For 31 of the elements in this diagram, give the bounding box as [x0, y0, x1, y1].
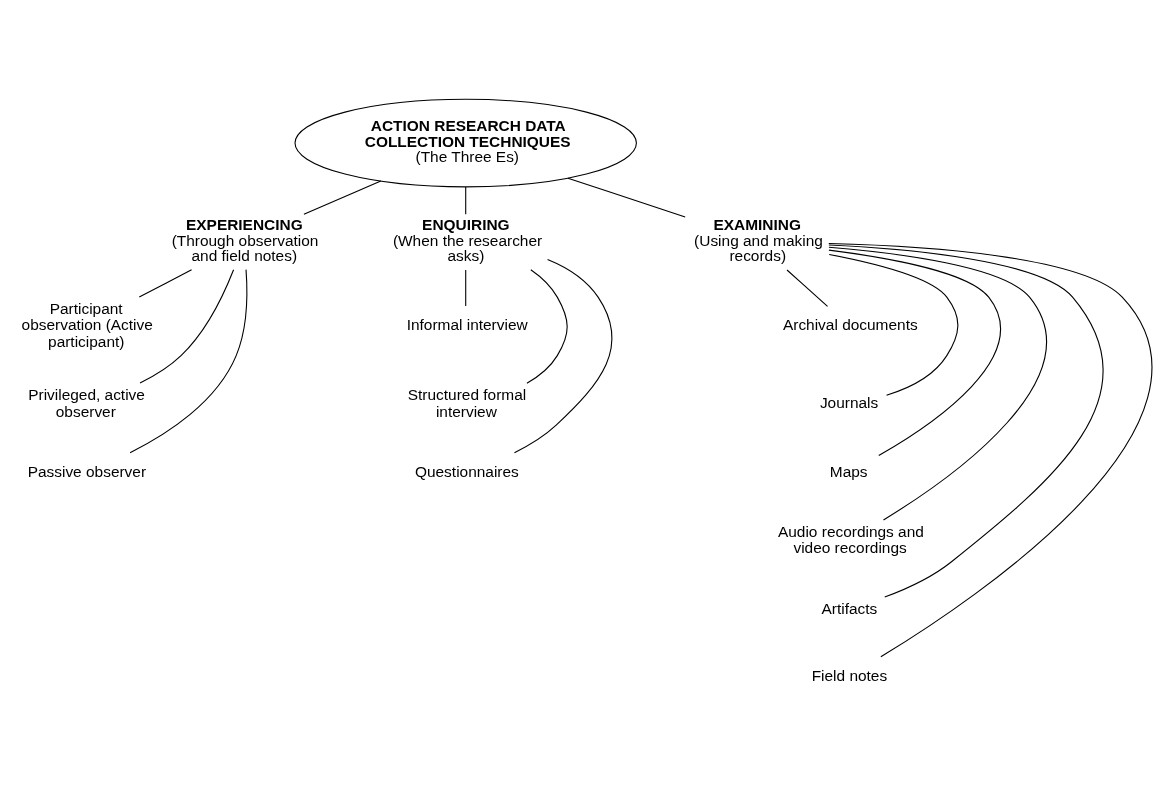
node-text: Privileged, active observer — [28, 385, 145, 420]
node-ellipse: ACTION RESEARCH DATA COLLECTION TECHNIQUES (The Three Es) — [294, 98, 637, 188]
node-text: Artifacts — [821, 599, 878, 617]
connector — [786, 269, 829, 307]
connector — [465, 186, 467, 215]
node-text: Journals — [819, 394, 879, 412]
connector — [138, 269, 193, 298]
connector — [828, 249, 1001, 456]
node-text: Archival documents — [782, 316, 918, 334]
node-text: Maps — [829, 462, 868, 480]
node-text: EXAMINING (Using and making records) — [694, 216, 823, 264]
node-text: Participant observation (Active participant) — [21, 299, 153, 351]
connector — [828, 243, 1153, 658]
connector — [303, 180, 382, 215]
connector — [513, 258, 613, 454]
node-text: EXPERIENCING (Through observation and field notes) — [171, 216, 319, 264]
connector — [526, 269, 568, 384]
node-text: Passive observer — [27, 462, 147, 480]
connector — [828, 253, 959, 396]
node-text: ENQUIRING (When the researcher asks) — [392, 216, 543, 264]
connector — [465, 269, 467, 307]
connector — [828, 246, 1047, 521]
node-text: Informal interview — [406, 316, 528, 334]
node-text: Questionnaires — [414, 462, 519, 480]
connector — [567, 177, 686, 218]
connector — [828, 244, 1104, 598]
connector — [129, 269, 248, 454]
node-text: Audio recordings and video recordings — [777, 522, 924, 557]
node-text: Field notes — [811, 666, 888, 684]
connector — [139, 269, 235, 384]
node-text: Structured formal interview — [407, 385, 527, 420]
